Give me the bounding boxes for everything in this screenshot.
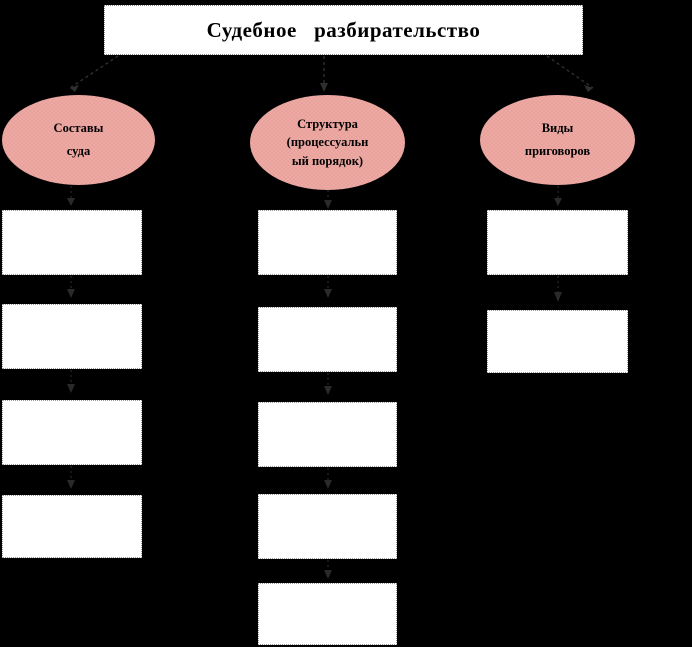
branch-2-box-3[interactable] — [258, 402, 397, 467]
branch-2-box-1[interactable] — [258, 210, 397, 275]
branch-ellipse-label-2: Структура (процессуальн ый порядок) — [286, 117, 369, 168]
branch-3-box-2[interactable] — [487, 310, 628, 373]
branch-ellipse-label-3: Виды приговоров — [524, 120, 591, 158]
branch-1-box-3[interactable] — [2, 400, 142, 465]
branch-2-box-2[interactable] — [258, 307, 397, 372]
connector-branch-1-box-2-to-3 — [63, 370, 79, 398]
diagram-title-text: Судебное разбирательство — [206, 17, 481, 42]
connector-branch-1-box-3-to-4 — [63, 466, 79, 494]
connector-branch-1-to-box-1 — [63, 186, 79, 210]
branch-ellipse-sostavy-suda: Составы суда — [2, 95, 155, 185]
connector-branch-2-box-2-to-3 — [320, 373, 336, 400]
connector-branch-3-to-box-1 — [550, 186, 566, 210]
diagram-title-box: Судебное разбирательство — [104, 5, 583, 55]
connector-title-to-branch-2 — [316, 54, 332, 96]
connector-title-to-branch-1 — [60, 54, 120, 96]
connector-branch-1-box-1-to-2 — [63, 276, 79, 303]
connector-branch-2-box-3-to-4 — [320, 468, 336, 494]
branch-ellipse-label-1: Составы суда — [53, 120, 104, 158]
branch-3-box-1[interactable] — [487, 210, 628, 275]
branch-ellipse-struktura: Структура (процессуальн ый порядок) — [250, 95, 405, 190]
connector-branch-3-box-1-to-2 — [550, 276, 566, 308]
connector-branch-2-box-1-to-2 — [320, 276, 336, 303]
connector-branch-2-to-box-1 — [320, 190, 336, 212]
branch-2-box-5[interactable] — [258, 583, 397, 645]
connector-title-to-branch-3 — [545, 54, 605, 96]
branch-2-box-4[interactable] — [258, 494, 397, 559]
branch-1-box-2[interactable] — [2, 304, 142, 369]
branch-1-box-1[interactable] — [2, 210, 142, 275]
branch-ellipse-vidy-prigovorov: Виды приговоров — [480, 95, 635, 185]
connector-branch-2-box-4-to-5 — [320, 560, 336, 584]
branch-1-box-4[interactable] — [2, 495, 142, 558]
